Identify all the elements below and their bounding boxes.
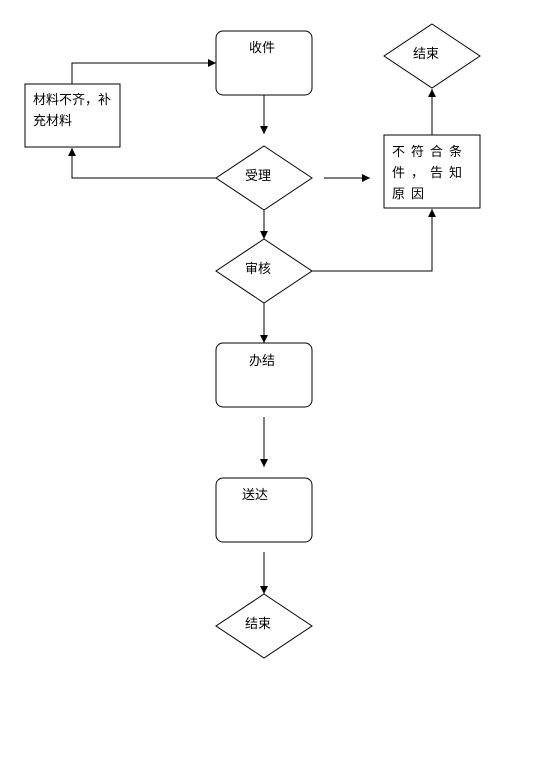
accept-label: 受理 bbox=[245, 169, 272, 184]
arrow-supplement-receive bbox=[71, 59, 216, 84]
reject-label: 不符合条件，告知原因 bbox=[392, 145, 469, 202]
deliver-box bbox=[215, 477, 313, 543]
deliver-label: 送达 bbox=[242, 488, 269, 503]
end-top-label: 结束 bbox=[413, 47, 440, 62]
arrow-accept-supplement bbox=[68, 148, 216, 179]
receive-label: 收件 bbox=[249, 41, 276, 56]
end-top-diamond bbox=[383, 23, 481, 89]
supplement-label: 材料不齐，补充材料 bbox=[33, 93, 112, 129]
arrow-review-reject bbox=[312, 209, 436, 272]
end-bottom-diamond bbox=[215, 593, 313, 659]
review-label: 审核 bbox=[245, 262, 272, 277]
handle-label: 办结 bbox=[249, 354, 276, 369]
end-bottom-label: 结束 bbox=[245, 617, 272, 632]
